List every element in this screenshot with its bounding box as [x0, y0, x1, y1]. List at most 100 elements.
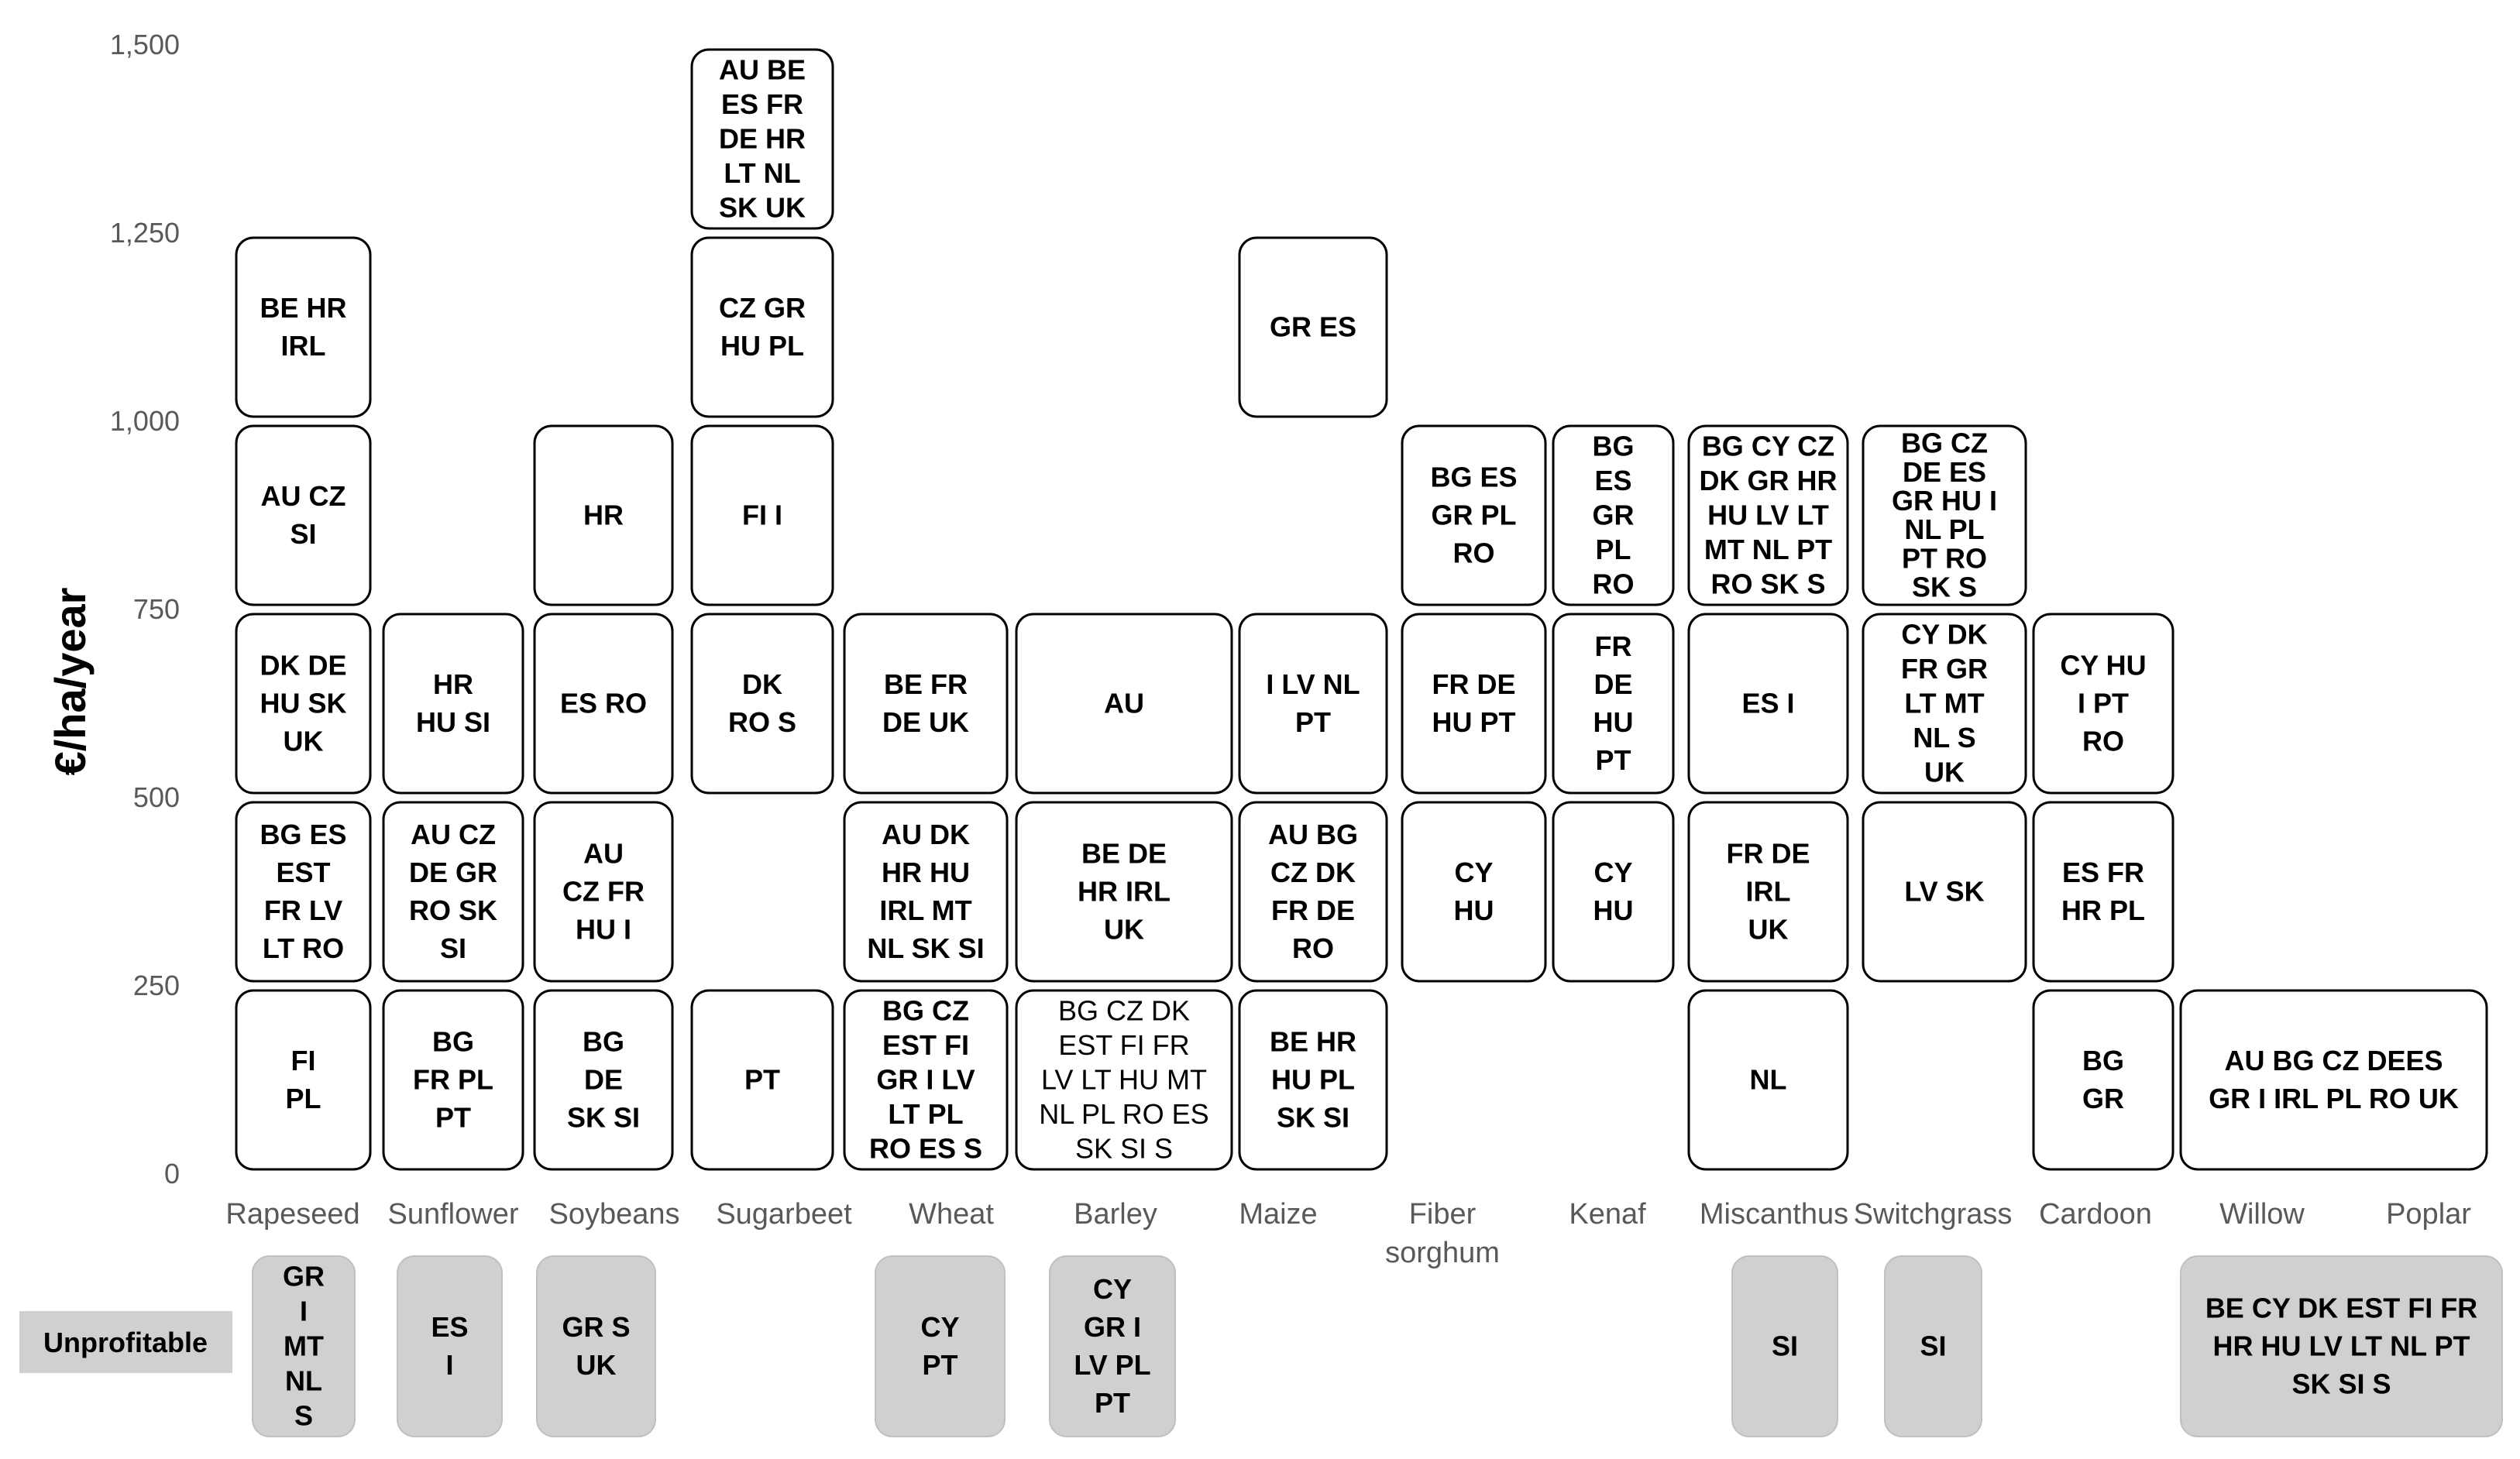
band-box: PT — [690, 989, 834, 1171]
x-tick-label: Soybeans — [548, 1198, 679, 1231]
band-box-rect — [690, 236, 834, 418]
band-box-rect — [382, 613, 524, 795]
band-box-rect — [1401, 613, 1547, 795]
band-box-rect — [1238, 613, 1388, 795]
band-box-rect — [533, 989, 674, 1171]
band-box-rect — [1238, 236, 1388, 418]
band-box-rect — [1862, 801, 2027, 983]
x-tick-label: Sunflower — [388, 1198, 519, 1231]
y-tick-label: 750 — [133, 593, 180, 625]
band-box-rect — [1015, 989, 1233, 1171]
band-box-rect — [690, 613, 834, 795]
band-box-rect — [533, 613, 674, 795]
unprofitable-box-rect — [1049, 1255, 1176, 1437]
band-box: LV SK — [1862, 801, 2027, 983]
unprofitable-box-rect — [875, 1255, 1006, 1437]
y-tick-label: 1,500 — [110, 29, 180, 60]
band-box-rect — [1687, 801, 1849, 983]
band-box-rect — [843, 613, 1009, 795]
unprofitable-label-bg — [19, 1311, 232, 1373]
y-tick-label: 250 — [133, 970, 180, 1001]
band-box-text: PT — [744, 1064, 780, 1096]
band-box-rect — [1862, 613, 2027, 795]
band-box: ES RO — [533, 613, 674, 795]
band-box-rect — [2032, 989, 2174, 1171]
band-box-text: ES I — [1741, 688, 1794, 719]
y-tick-label: 1,000 — [110, 405, 180, 437]
band-box-rect — [1238, 989, 1388, 1171]
band-box-text: FI I — [742, 499, 782, 531]
unprofitable-box-text: SI — [1920, 1330, 1946, 1362]
y-tick-label: 0 — [164, 1158, 180, 1190]
band-box-rect — [2032, 613, 2174, 795]
band-box-rect — [1015, 801, 1233, 983]
band-box: HR — [533, 424, 674, 606]
unprofitable-box: SI — [1884, 1255, 1982, 1437]
band-box-rect — [843, 989, 1009, 1171]
band-box-rect — [1552, 424, 1675, 606]
band-box-rect — [235, 989, 372, 1171]
band-box-rect — [533, 801, 674, 983]
unprofitable-box-rect — [252, 1255, 356, 1437]
x-tick-label: Switchgrass — [1854, 1198, 2013, 1231]
band-box-rect — [1687, 424, 1849, 606]
band-box-text: AU — [1104, 688, 1144, 719]
band-box-rect — [690, 989, 834, 1171]
band-box-rect — [1401, 801, 1547, 983]
band-box-rect — [235, 236, 372, 418]
unprofitable-box-rect — [397, 1255, 503, 1437]
band-box-rect — [1552, 801, 1675, 983]
y-tick-label: 500 — [133, 781, 180, 813]
